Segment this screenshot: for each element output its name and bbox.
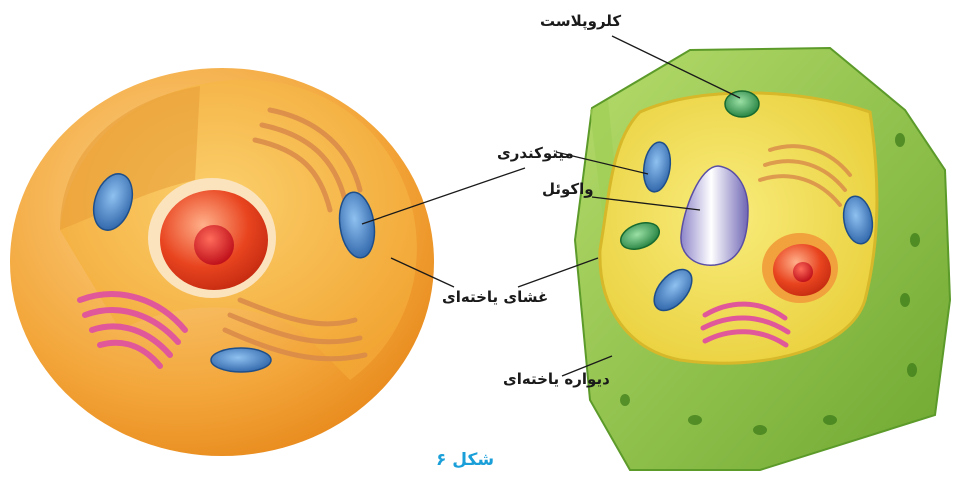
mitochondria-label: میتوکندری bbox=[497, 146, 574, 161]
chloroplast-label: کلروپلاست bbox=[540, 14, 621, 29]
cell-membrane-label: غشای یاخته‌ای bbox=[442, 290, 548, 305]
animal-cell bbox=[10, 68, 434, 456]
plant-cell bbox=[575, 48, 950, 470]
vacuole-label: واکوئل bbox=[542, 182, 594, 197]
cell-wall-label: دیواره یاخته‌ای bbox=[503, 372, 610, 387]
figure-caption: شکل ۶ bbox=[436, 452, 494, 469]
